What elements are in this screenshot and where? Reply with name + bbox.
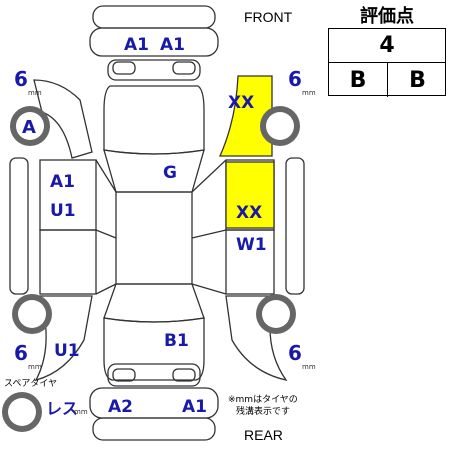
damage-right-front-door: XX (236, 203, 262, 223)
note-line-2: 残溝表示です (236, 405, 290, 417)
tire-front-right-unit: mm (302, 89, 316, 97)
overall-score: 4 (329, 29, 445, 63)
left-rocker-panel (9, 157, 29, 295)
cabin-roof (115, 191, 193, 285)
right-rear-door (225, 229, 275, 295)
tire-front-left (10, 106, 50, 146)
tire-rear-right (256, 294, 296, 334)
damage-front-right-fender: XX (228, 93, 254, 113)
score-title: 評価点 (360, 6, 414, 27)
tire-rear-right-unit: mm (302, 363, 316, 371)
tire-front-right (260, 106, 300, 146)
damage-rear-bumper-left: A2 (108, 397, 133, 417)
right-rocker-panel (285, 157, 305, 295)
spare-tire-label: スペアタイヤ (4, 378, 57, 389)
front-lamp-left (112, 61, 136, 75)
right-front-fender-highlight (219, 75, 273, 157)
damage-right-rear-door: W1 (236, 235, 267, 255)
tire-front-left-unit: mm (28, 89, 42, 97)
front-bumper-top (92, 5, 216, 29)
hood-panel (103, 85, 205, 155)
roof-panel (103, 149, 205, 193)
damage-front-bumper-left: A1 (124, 35, 149, 55)
interior-score: B (329, 63, 388, 97)
rear-lamp-right (172, 368, 196, 382)
damage-left-rear-quarter: U1 (54, 341, 80, 361)
left-rear-door (39, 229, 97, 295)
tire-front-left-depth: 6 (14, 67, 28, 91)
spare-tire-unit: mm (74, 408, 88, 416)
trunk-panel (103, 317, 205, 381)
rear-label: REAR (244, 427, 283, 443)
damage-roof: G (163, 163, 177, 183)
note-line-1: ※mmはタイヤの (228, 394, 298, 405)
tire-spare (2, 392, 42, 432)
exterior-score: B (409, 67, 426, 93)
right-front-door-highlight (225, 161, 275, 229)
front-lamp-right (172, 61, 196, 75)
rear-window (103, 283, 205, 323)
damage-rear-bumper-right: A1 (182, 397, 207, 417)
front-bumper (89, 27, 219, 57)
spare-tire-status: レス (46, 399, 78, 418)
rear-bumper-bottom (92, 417, 216, 441)
tire-rear-left-depth: 6 (14, 341, 28, 365)
front-grille (107, 59, 201, 81)
tire-rear-right-depth: 6 (288, 341, 302, 365)
damage-trunk: B1 (164, 331, 189, 351)
tire-front-left-mark: A (22, 117, 36, 138)
tire-rear-left (12, 294, 52, 334)
rear-lamps (107, 363, 201, 387)
rear-lamp-left (112, 368, 136, 382)
damage-left-front-door-1: A1 (50, 172, 75, 192)
tire-front-right-depth: 6 (288, 67, 302, 91)
tire-rear-left-unit: mm (28, 363, 42, 371)
damage-left-front-door-2: U1 (50, 201, 76, 221)
left-front-fender (33, 79, 93, 159)
front-label: FRONT (244, 9, 293, 25)
score-table: 4 B B (328, 28, 446, 97)
damage-front-bumper-right: A1 (160, 35, 185, 55)
